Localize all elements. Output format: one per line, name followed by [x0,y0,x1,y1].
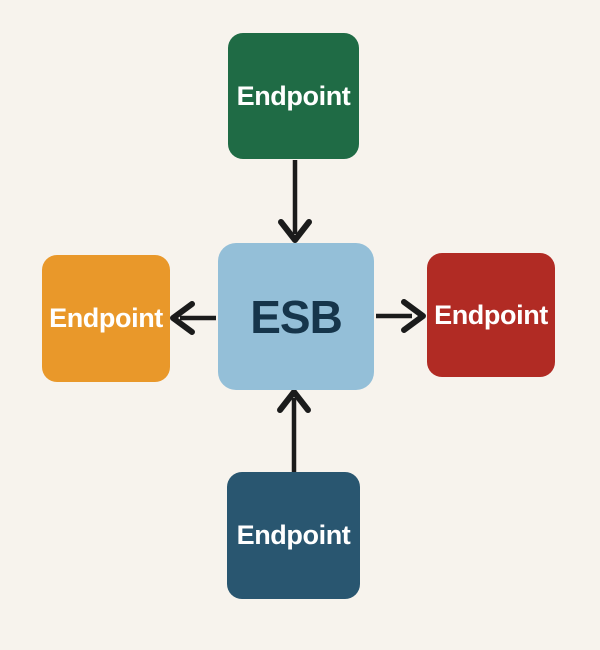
arrow-center-to-right [376,299,426,333]
arrow-bottom-into-center [277,389,311,472]
node-endpoint-top: Endpoint [228,33,359,159]
arrow-center-to-left [170,301,216,335]
node-endpoint-top-label: Endpoint [236,80,351,111]
node-endpoint-left-label: Endpoint [49,303,163,333]
arrow-top-into-center [278,160,312,243]
node-endpoint-right: Endpoint [427,253,555,377]
node-endpoint-right-label: Endpoint [434,299,548,330]
node-endpoint-bottom-label: Endpoint [236,520,351,550]
node-esb-center: ESB [218,243,374,390]
node-endpoint-bottom: Endpoint [227,472,360,599]
node-endpoint-left: Endpoint [42,255,170,382]
node-esb-label: ESB [250,290,343,343]
